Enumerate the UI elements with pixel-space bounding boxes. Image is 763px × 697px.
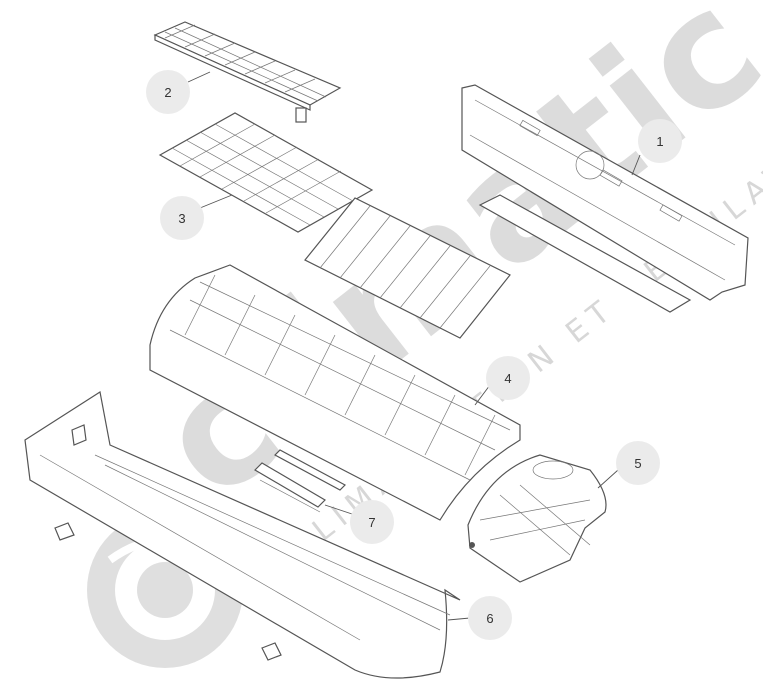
callout-1: 1 (638, 119, 682, 163)
callout-2: 2 (146, 70, 190, 114)
callout-3: 3 (160, 196, 204, 240)
callout-7: 7 (350, 500, 394, 544)
part-air-filter-lower (158, 112, 374, 233)
svg-text:7: 7 (368, 515, 375, 530)
part-evaporator-grille (304, 197, 511, 339)
callout-5: 5 (616, 441, 660, 485)
part-mounting-plate (461, 84, 749, 313)
svg-text:5: 5 (634, 456, 641, 471)
svg-text:4: 4 (504, 371, 511, 386)
callout-4: 4 (486, 356, 530, 400)
part-louver-assembly (254, 449, 346, 513)
part-front-panel-grille (149, 264, 521, 521)
callout-6: 6 (468, 596, 512, 640)
svg-text:2: 2 (164, 85, 171, 100)
part-bottom-casing (24, 391, 461, 679)
svg-text:6: 6 (486, 611, 493, 626)
part-air-filter-upper (153, 21, 342, 123)
part-fan-motor-housing (467, 454, 607, 583)
leader-lines (187, 71, 641, 621)
svg-text:3: 3 (178, 211, 185, 226)
svg-text:1: 1 (656, 134, 663, 149)
